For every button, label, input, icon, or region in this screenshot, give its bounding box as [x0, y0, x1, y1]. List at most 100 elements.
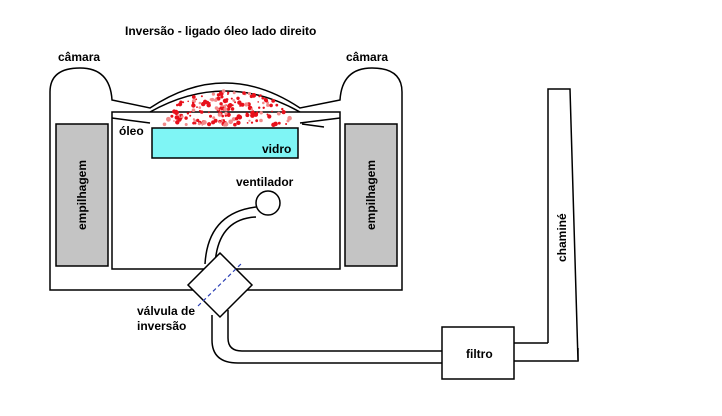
flame-dot [191, 95, 196, 99]
flame-dot [196, 118, 200, 122]
flame-dot [198, 101, 202, 105]
flame-dot [195, 98, 198, 101]
fan [255, 190, 281, 216]
flame-dot [211, 92, 215, 96]
flame-dot [216, 96, 221, 101]
flame-dot [258, 95, 261, 98]
flame-dot [239, 105, 242, 107]
flame-dot [286, 119, 290, 123]
flame-dot [269, 103, 273, 108]
flame-dot [189, 111, 192, 114]
filter-label: filtro [466, 347, 493, 361]
flame-dot [222, 119, 225, 122]
flame-dot [261, 96, 265, 100]
stack-left [55, 123, 109, 267]
flame-dot [184, 116, 188, 120]
flame-dot [222, 98, 228, 104]
flame-dot [210, 97, 215, 102]
flame-dot [271, 110, 273, 113]
chamber-right-label: câmara [346, 50, 388, 64]
flame-dot [242, 91, 246, 95]
flame-dot [174, 115, 180, 120]
flame-dot [233, 122, 237, 127]
flame-dot [276, 111, 281, 116]
filter-box [441, 326, 515, 380]
flame-dot [212, 116, 216, 120]
stack-left-label: empilhagem [75, 160, 89, 230]
flame-dot [192, 121, 196, 125]
flame-dot [219, 102, 223, 106]
flame-dot [223, 107, 228, 112]
flame-dot [192, 118, 195, 121]
flame-dot [208, 111, 210, 114]
flame-dot [213, 118, 218, 123]
flame-dot [230, 97, 233, 100]
flame-dot [230, 107, 235, 111]
flame-dot [246, 122, 249, 124]
flame-dot [250, 113, 255, 118]
flame-dot [281, 107, 284, 111]
flame-dot [166, 116, 171, 122]
flame-dot [248, 119, 251, 122]
flame-dot [224, 111, 228, 115]
flame-dot [236, 120, 241, 126]
flame-dot [262, 106, 265, 110]
valve-label-line1: válvula de [137, 304, 195, 318]
flame-dot [217, 112, 222, 117]
oil-jet-right [301, 123, 325, 128]
flame-dot [207, 122, 212, 127]
stack-right-label: empilhagem [364, 160, 378, 230]
flame-dot [232, 91, 236, 95]
flame-dot [184, 123, 188, 126]
valve-label-line2: inversão [137, 319, 186, 333]
stack-right [344, 123, 398, 267]
flame-dot [244, 102, 249, 107]
flame-dot [180, 115, 184, 118]
flame-dot [200, 95, 203, 98]
flame-dot [237, 100, 242, 105]
flame-dot [201, 124, 204, 126]
flame-dot [214, 98, 218, 102]
flame-dot [179, 100, 183, 104]
flame-dot [216, 93, 221, 97]
flame-dot [223, 104, 227, 108]
flame-dot [162, 122, 167, 127]
flame-dot [245, 113, 250, 118]
flame-dot [228, 119, 233, 125]
flame-dot [285, 123, 288, 125]
flame-dot [271, 99, 276, 103]
flame-dot [232, 99, 236, 102]
flame-dot [277, 121, 281, 125]
flame-dot [209, 114, 212, 118]
flame-dot [252, 110, 255, 113]
flame-dot [221, 89, 226, 93]
flame-dot [259, 111, 263, 115]
flame-dot [228, 103, 233, 108]
flame-dot [257, 101, 260, 103]
flame-dot [187, 100, 189, 103]
flame-dot [203, 99, 208, 104]
glass-bath [151, 127, 299, 159]
flue-duct [211, 310, 442, 364]
flame-dot [175, 120, 180, 125]
flame-dot [255, 119, 259, 123]
flame-dot [266, 113, 269, 116]
flame-dot [255, 113, 258, 115]
flame-dot [176, 103, 179, 107]
flame-dot [221, 114, 224, 118]
flame-dot [196, 106, 198, 108]
flame-dot [191, 108, 196, 112]
flame-dot [262, 101, 265, 105]
flame-dot [275, 103, 279, 107]
diagram-title: Inversão - ligado óleo lado direito [125, 24, 316, 38]
flame-dot [227, 107, 231, 111]
flame-dot [240, 102, 245, 107]
flame-dot [200, 110, 204, 114]
reversal-valve [186, 251, 254, 319]
oil-label: óleo [119, 124, 144, 138]
flame-dot [287, 115, 292, 121]
fan-label: ventilador [236, 175, 294, 189]
flame-dot [220, 108, 223, 111]
flame-dot [224, 114, 227, 117]
